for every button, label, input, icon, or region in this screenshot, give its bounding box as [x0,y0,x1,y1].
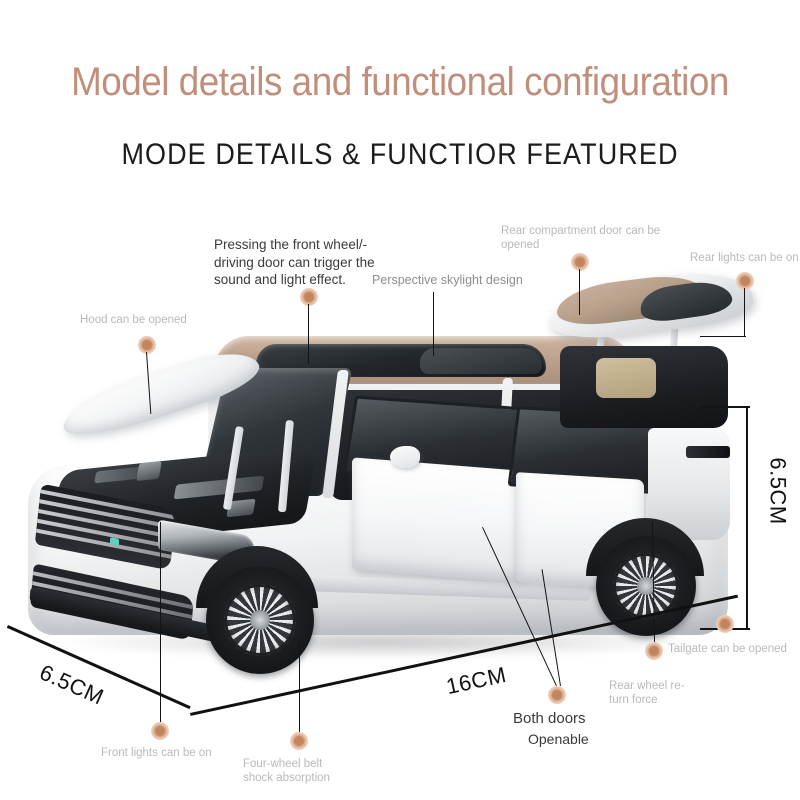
callout-rear-lights-leader [744,288,745,336]
front-badge [110,537,119,546]
callout-front-wheel-label: Pressing the front wheel/- driving door … [214,237,375,288]
callout-front-lights-label: Front lights can be on [101,747,212,759]
callout-skylight-label: Perspective skylight design [372,273,523,287]
callout-rear-compartment-leader [579,269,580,315]
sunroof-rear-panel [420,348,542,374]
callout-rear-compartment-marker [571,253,589,271]
callout-rear-wheel-label: Rear wheel re- turn force [609,680,685,707]
page-title: Model details and functional configurati… [71,60,729,104]
callout-front-lights-marker [151,722,169,740]
product-image-diecast-suv [0,250,800,690]
callout-shock-marker [290,732,308,750]
page-subtitle: MODE DETAILS & FUNCTIOR FEATURED [121,138,679,171]
callout-tailgate-label: Tailgate can be opened [668,643,787,655]
callout-tailgate-marker [716,615,734,633]
callout-rear-lights-marker [736,272,754,290]
callout-shock-label: Four-wheel belt shock absorption [243,758,330,785]
dimension-line-height [746,406,748,630]
callout-skylight-leader [433,292,434,356]
callout-both-doors-sublabel: Openable [528,731,589,747]
dimension-label-height: 6.5CM [765,457,791,525]
callout-front-lights-leader [160,522,161,722]
side-mirror [390,446,420,468]
callout-front-wheel-marker [300,288,318,306]
trunk-panel [596,358,656,398]
callout-shock-leader [299,640,300,732]
dimension-tick-top [700,406,750,408]
rear-hub [637,577,655,595]
front-door-open [352,457,520,583]
callout-rear-lights-leader-2 [700,336,746,337]
callout-front-wheel-leader [308,304,309,364]
callout-rear-lights-label: Rear lights can be on [690,252,799,264]
callout-rear-compartment-label: Rear compartment door can be opened [501,225,661,252]
callout-both-doors-marker [548,686,566,704]
rear-taillight [686,446,730,458]
callout-rear-wheel-marker [645,642,663,660]
callout-both-doors-label: Both doors [513,710,586,727]
callout-hood-marker [138,336,156,354]
front-hub [250,610,270,630]
callout-hood-label: Hood can be opened [80,314,187,326]
